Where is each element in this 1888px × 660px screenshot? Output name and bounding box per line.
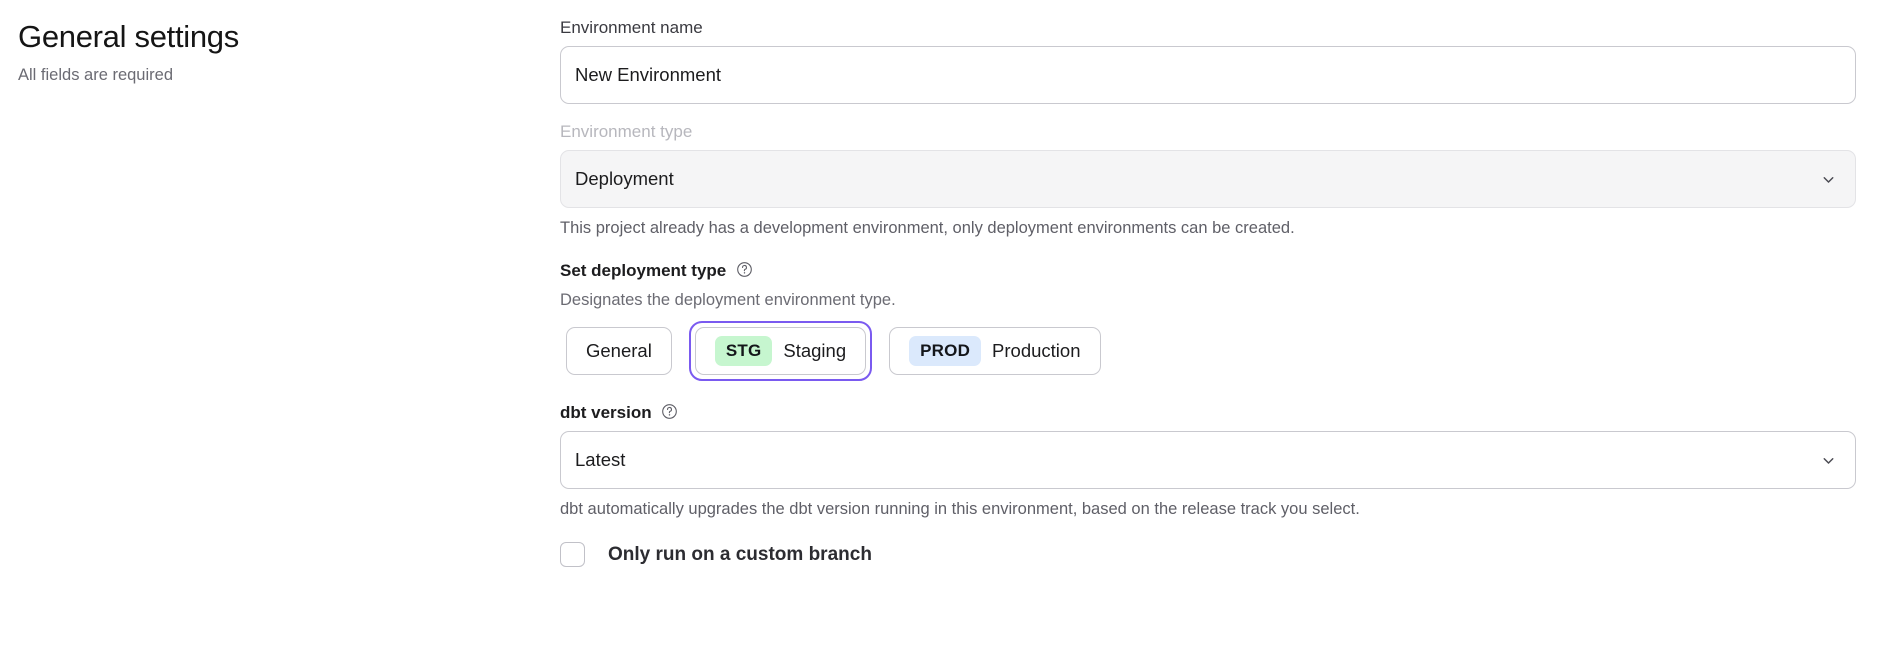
- dbt-version-label-text: dbt version: [560, 403, 652, 422]
- environment-type-hint: This project already has a development e…: [560, 219, 1295, 237]
- chevron-down-icon: [1820, 171, 1837, 188]
- deployment-option-staging[interactable]: STG Staging: [694, 327, 867, 375]
- deployment-option-staging-wrap: STG Staging: [688, 321, 873, 381]
- deployment-type-options: General STG Staging PROD Production: [560, 321, 1856, 381]
- deployment-type-field: Set deployment type Designates the deplo…: [560, 259, 1856, 381]
- settings-form-column: Environment name New Environment Environ…: [560, 16, 1888, 660]
- dbt-version-hint: dbt automatically upgrades the dbt versi…: [560, 500, 1360, 518]
- question-circle-icon[interactable]: [736, 261, 753, 278]
- dbt-version-field: dbt version Latest dbt automatically upg…: [560, 401, 1856, 520]
- environment-type-value: Deployment: [575, 168, 674, 189]
- environment-type-select[interactable]: Deployment: [560, 150, 1856, 208]
- environment-name-input[interactable]: New Environment: [560, 46, 1856, 104]
- environment-name-field: Environment name New Environment: [560, 16, 1856, 104]
- spacer: [560, 381, 1856, 401]
- deployment-option-general-label: General: [586, 340, 652, 361]
- deployment-type-label-text: Set deployment type: [560, 261, 727, 280]
- deployment-option-staging-label: Staging: [783, 340, 847, 361]
- spacer: [560, 239, 1856, 259]
- deployment-option-general[interactable]: General: [566, 327, 672, 375]
- staging-badge: STG: [714, 336, 773, 366]
- page-title: General settings: [18, 19, 239, 54]
- deployment-option-production-label: Production: [992, 340, 1081, 361]
- environment-name-value: New Environment: [575, 64, 722, 85]
- deployment-option-general-wrap: General: [560, 321, 678, 381]
- environment-type-field: Environment type Deployment This project…: [560, 120, 1856, 239]
- production-badge: PROD: [909, 336, 982, 366]
- deployment-option-production-wrap: PROD Production: [883, 321, 1106, 381]
- settings-header-column: General settings All fields are required: [0, 16, 560, 660]
- dbt-version-value: Latest: [575, 449, 626, 470]
- chevron-down-icon: [1820, 452, 1837, 469]
- dbt-version-select[interactable]: Latest: [560, 431, 1856, 489]
- deployment-type-label: Set deployment type: [560, 259, 1856, 283]
- environment-type-label: Environment type: [560, 122, 693, 141]
- custom-branch-row: Only run on a custom branch: [560, 542, 1856, 567]
- custom-branch-checkbox[interactable]: [560, 542, 585, 567]
- deployment-option-production[interactable]: PROD Production: [889, 327, 1101, 375]
- page-subtitle: All fields are required: [18, 66, 173, 84]
- custom-branch-label[interactable]: Only run on a custom branch: [608, 543, 872, 565]
- environment-name-label: Environment name: [560, 18, 703, 37]
- deployment-type-description: Designates the deployment environment ty…: [560, 291, 896, 309]
- question-circle-icon[interactable]: [661, 403, 678, 420]
- dbt-version-label: dbt version: [560, 401, 1856, 425]
- spacer: [560, 104, 1856, 120]
